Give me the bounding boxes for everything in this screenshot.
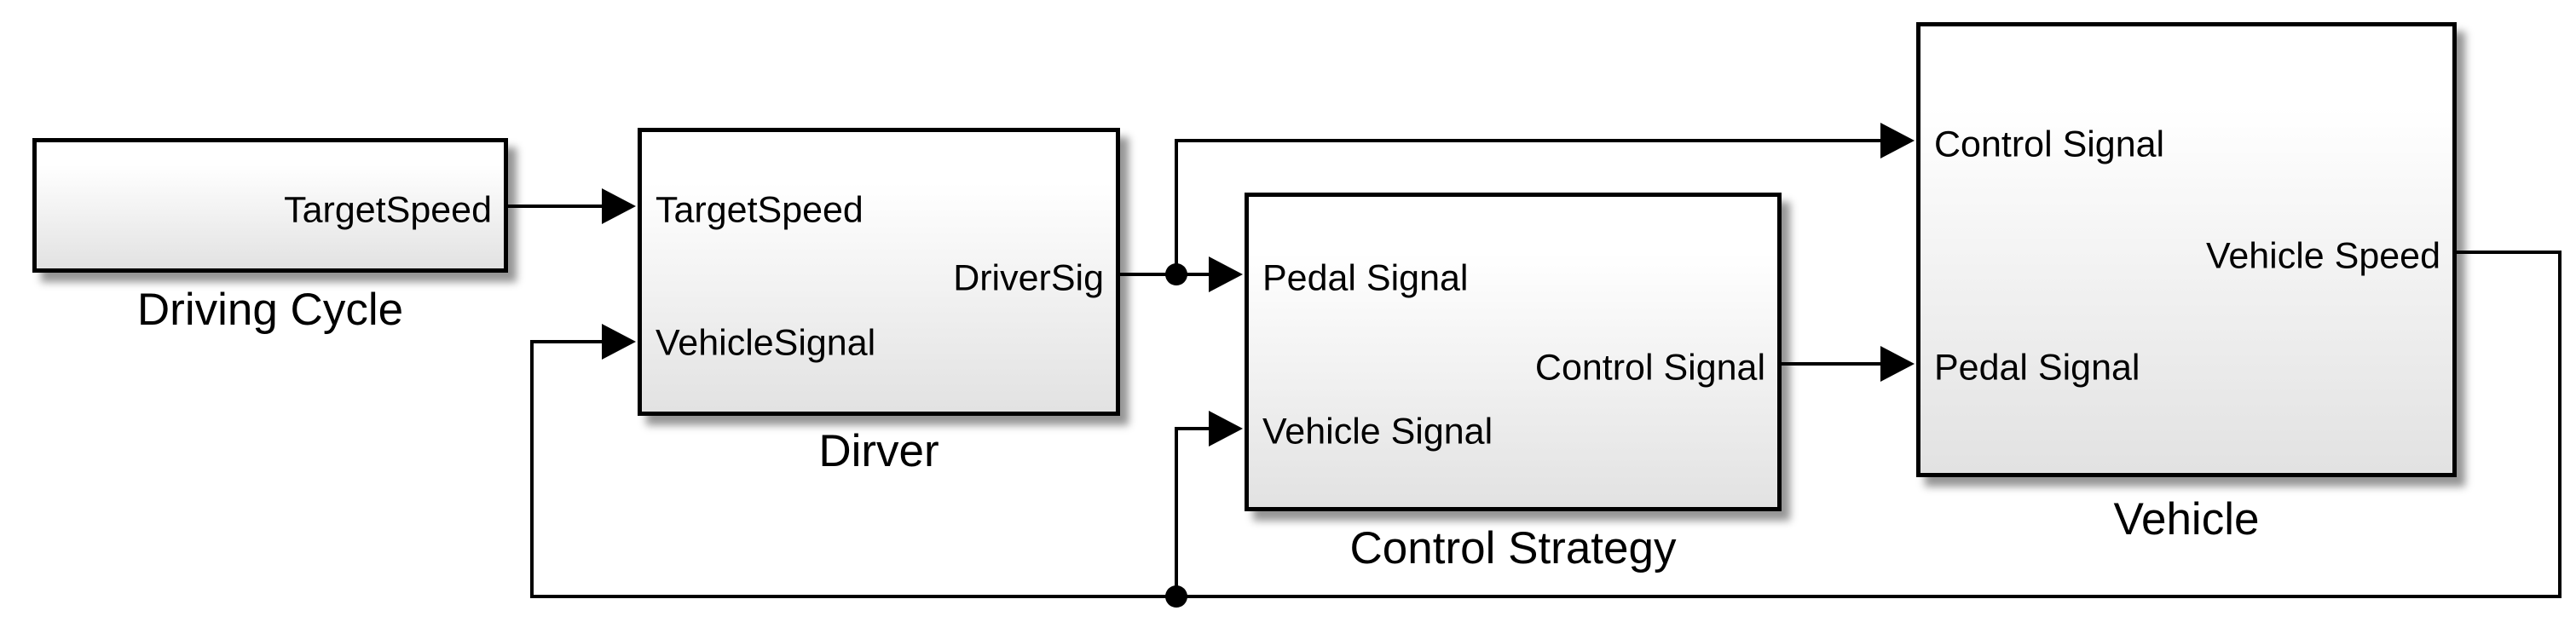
wire-driversig-branch[interactable] [1175, 139, 1882, 274]
block-vehicle[interactable]: Control Signal Pedal Signal Vehicle Spee… [1916, 22, 2457, 477]
port-label-targetspeed-out: TargetSpeed [284, 189, 492, 231]
arrowhead-icon [1880, 123, 1915, 158]
port-label-vehicle-speed-out: Vehicle Speed [2206, 235, 2440, 277]
block-dirver[interactable]: TargetSpeed VehicleSignal DriverSig [638, 128, 1120, 416]
port-label-vehiclesignal-in: VehicleSignal [656, 322, 876, 364]
port-label-pedal-signal-in: Pedal Signal [1934, 347, 2140, 389]
block-name-dirver[interactable]: Dirver [818, 426, 939, 476]
wire-controlsignal[interactable] [1782, 346, 1915, 382]
wire-driversig[interactable] [1120, 123, 1915, 292]
block-name-control-strategy[interactable]: Control Strategy [1349, 523, 1677, 573]
port-label-control-signal-in: Control Signal [1934, 124, 2165, 165]
port-label-vehicle-signal-in: Vehicle Signal [1262, 411, 1493, 452]
arrowhead-icon [1880, 346, 1915, 382]
port-label-control-signal-out: Control Signal [1534, 347, 1765, 389]
arrowhead-icon [602, 188, 636, 224]
wire-vehiclespeed-branch[interactable] [1175, 427, 1210, 596]
arrowhead-icon [602, 324, 636, 360]
block-control-strategy[interactable]: Pedal Signal Vehicle Signal Control Sign… [1245, 193, 1782, 511]
junction-dot [1165, 263, 1187, 285]
arrowhead-icon [1209, 411, 1243, 447]
junction-dot [1165, 585, 1187, 608]
block-name-driving-cycle[interactable]: Driving Cycle [136, 285, 404, 335]
wire-targetspeed[interactable] [508, 188, 636, 224]
arrowhead-icon [1209, 256, 1243, 292]
wire-vehiclespeed-feedback[interactable] [530, 251, 2562, 608]
port-label-driversig-out: DriverSig [953, 257, 1104, 299]
port-label-pedal-signal-in: Pedal Signal [1262, 257, 1469, 299]
block-driving-cycle[interactable]: TargetSpeed [32, 138, 508, 273]
port-label-targetspeed-in: TargetSpeed [656, 189, 863, 231]
wire-vehiclespeed-line[interactable] [530, 251, 2562, 598]
block-name-vehicle[interactable]: Vehicle [2113, 494, 2260, 544]
